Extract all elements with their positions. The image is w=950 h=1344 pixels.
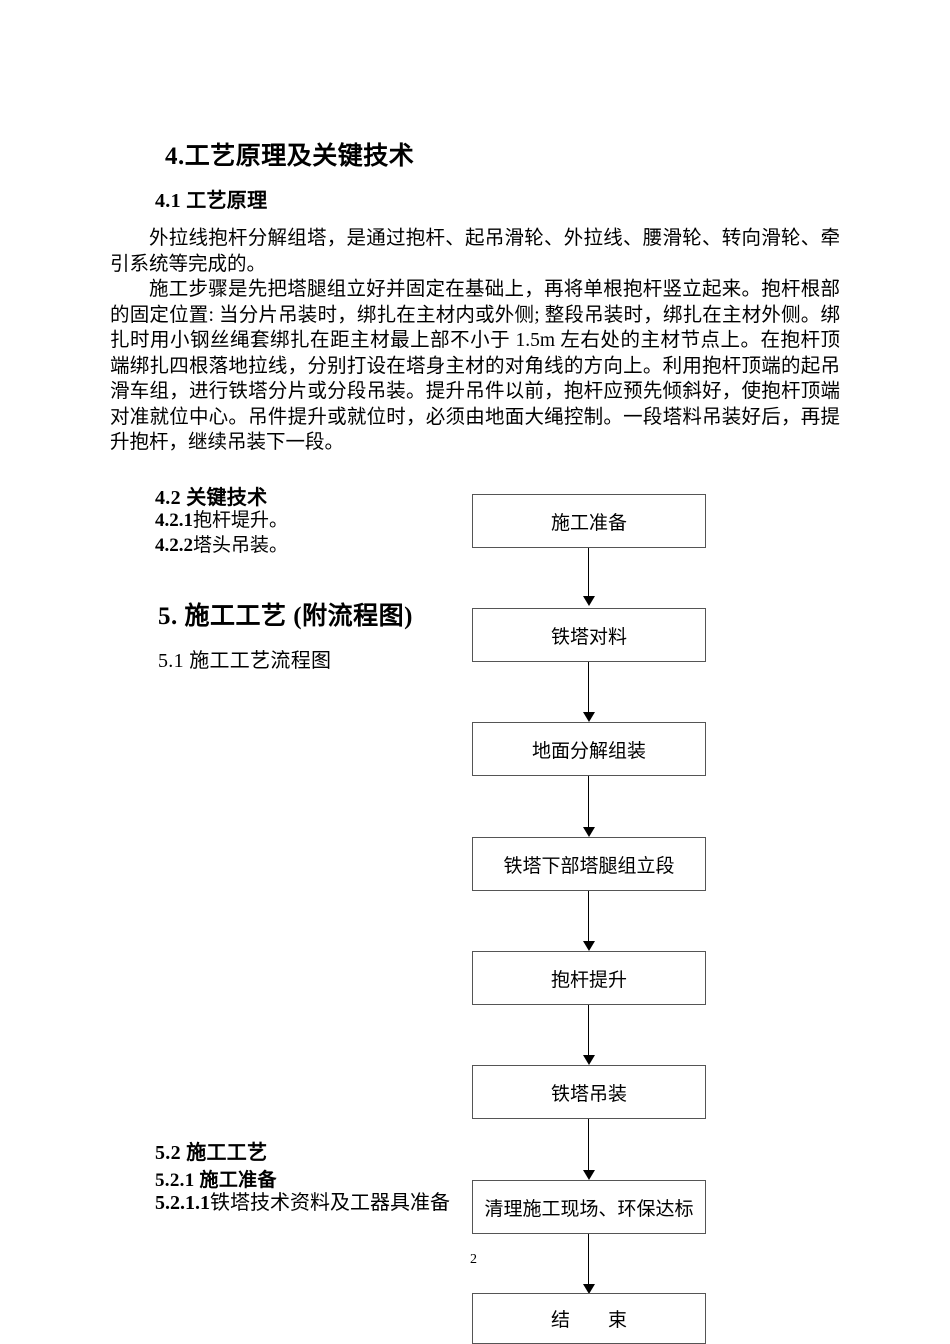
flow-arrow-4-icon bbox=[583, 941, 595, 951]
item-5-2-1-1: 5.2.1.1铁塔技术资料及工器具准备 bbox=[110, 1191, 670, 1216]
flow-edge-4 bbox=[588, 891, 589, 948]
item-4-2-1-text: 抱杆堤升。 bbox=[193, 510, 289, 531]
flow-edge-3 bbox=[588, 776, 589, 834]
flow-node-lower-leg-erection[interactable]: 铁塔下部塔腿组立段 bbox=[472, 837, 706, 891]
flow-node-end[interactable]: 结 束 bbox=[472, 1293, 706, 1344]
flow-arrow-6-icon bbox=[583, 1170, 595, 1180]
flow-node-tower-hoisting[interactable]: 铁塔吊装 bbox=[472, 1065, 706, 1119]
item-4-2-2-number: 4.2.2 bbox=[155, 535, 193, 556]
flow-node-construction-preparation[interactable]: 施工准备 bbox=[472, 494, 706, 548]
flow-arrow-2-icon bbox=[583, 712, 595, 722]
flow-arrow-5-icon bbox=[583, 1055, 595, 1065]
flow-arrow-3-icon bbox=[583, 827, 595, 837]
flow-node-ground-assembly[interactable]: 地面分解组装 bbox=[472, 722, 706, 776]
item-4-2-2-text: 塔头吊装。 bbox=[193, 535, 289, 556]
heading-5-2: 5.2 施工工艺 bbox=[110, 1136, 540, 1165]
heading-4: 4.工艺原理及关键技术 bbox=[110, 136, 870, 172]
heading-5-text: 5. 施工工艺 (附流程图) bbox=[158, 603, 413, 630]
flow-node-site-cleanup[interactable]: 清理施工现场、环保达标 bbox=[472, 1180, 706, 1234]
paragraph-1-wrap: 外拉线抱杆分解组塔，是通过抱杆、起吊滑轮、外拉线、腰滑轮、转向滑轮、牵引系统等完… bbox=[110, 226, 840, 277]
heading-4-2-text: 4.2 关键技术 bbox=[155, 487, 268, 509]
item-4-2-1: 4.2.1抱杆堤升。 bbox=[110, 508, 530, 533]
heading-5-1-text: 5.1 施工工艺流程图 bbox=[158, 650, 332, 672]
heading-5-2-1: 5.2.1 施工准备 bbox=[110, 1165, 540, 1192]
heading-4-2: 4.2 关键技术 bbox=[110, 481, 530, 510]
flow-edge-6 bbox=[588, 1119, 589, 1177]
flow-edge-5 bbox=[588, 1005, 589, 1062]
heading-5-2-text: 5.2 施工工艺 bbox=[155, 1142, 268, 1164]
heading-5-2-1-text: 5.2.1 施工准备 bbox=[155, 1170, 277, 1191]
flow-edge-2 bbox=[588, 662, 589, 719]
flow-edge-7 bbox=[588, 1234, 589, 1291]
flow-arrow-7-icon bbox=[583, 1284, 595, 1294]
heading-5-1: 5.1 施工工艺流程图 bbox=[110, 644, 540, 673]
flow-node-pole-lifting[interactable]: 抱杆提升 bbox=[472, 951, 706, 1005]
flow-arrow-1-icon bbox=[583, 596, 595, 606]
paragraph-2-wrap: 施工步骤是先把塔腿组立好并固定在基础上，再将单根抱杆竖立起来。抱杆根部的固定位置… bbox=[110, 277, 840, 456]
heading-4-text: 4.工艺原理及关键技术 bbox=[165, 143, 415, 170]
paragraph-1: 外拉线抱杆分解组塔，是通过抱杆、起吊滑轮、外拉线、腰滑轮、转向滑轮、牵引系统等完… bbox=[110, 228, 840, 275]
item-5-2-1-1-text: 铁塔技术资料及工器具准备 bbox=[210, 1192, 450, 1214]
item-4-2-1-number: 4.2.1 bbox=[155, 510, 193, 531]
heading-5: 5. 施工工艺 (附流程图) bbox=[110, 596, 540, 632]
page-number: 2 bbox=[470, 1252, 477, 1267]
item-4-2-2: 4.2.2塔头吊装。 bbox=[110, 533, 530, 558]
heading-4-1: 4.1 工艺原理 bbox=[110, 184, 870, 213]
heading-4-1-text: 4.1 工艺原理 bbox=[155, 190, 268, 212]
flow-node-tower-material-check[interactable]: 铁塔对料 bbox=[472, 608, 706, 662]
paragraph-2: 施工步骤是先把塔腿组立好并固定在基础上，再将单根抱杆竖立起来。抱杆根部的固定位置… bbox=[110, 279, 840, 453]
flow-edge-1 bbox=[588, 548, 589, 600]
item-5-2-1-1-number: 5.2.1.1 bbox=[155, 1192, 210, 1214]
